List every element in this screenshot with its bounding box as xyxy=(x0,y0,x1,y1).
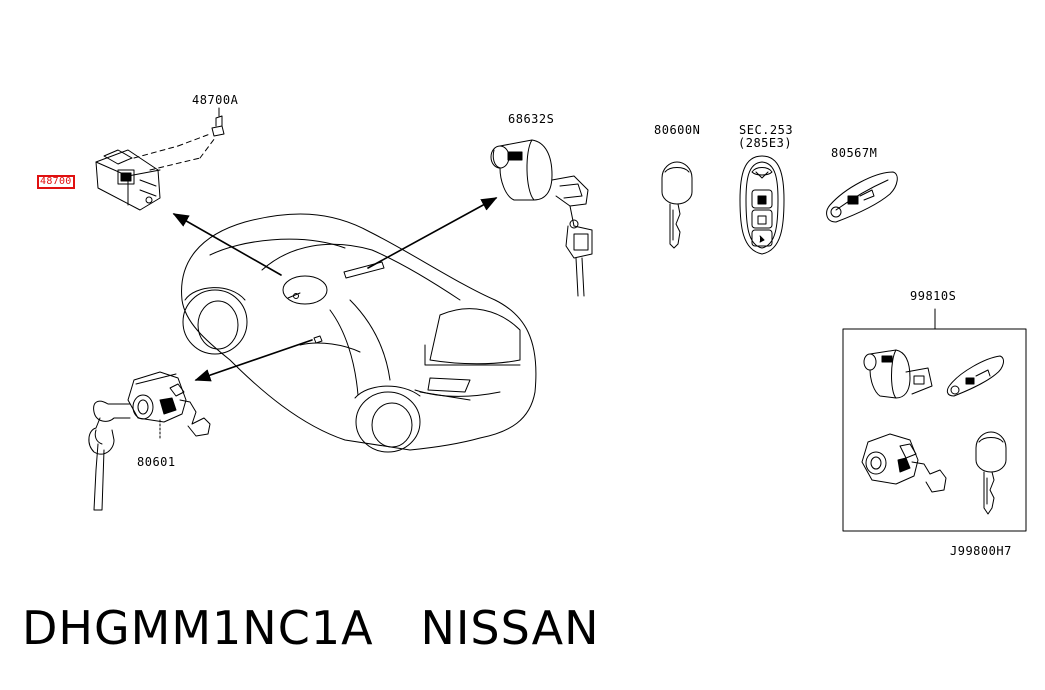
key-set-emergency-key xyxy=(947,356,1003,396)
intelligent-key xyxy=(740,156,784,254)
footer-brand: NISSAN xyxy=(420,601,600,655)
label-mechanical-key: 80600N xyxy=(654,123,701,137)
label-door-lock-cylinder: 80601 xyxy=(137,455,176,469)
label-emergency-key: 80567M xyxy=(831,146,878,160)
label-key-set: 99810S xyxy=(910,289,957,303)
leader-arrows xyxy=(172,198,498,382)
key-set-box xyxy=(843,309,1026,531)
footer-caption: DHGMM1NC1A NISSAN xyxy=(22,600,600,656)
door-lock-cylinder xyxy=(89,372,210,510)
label-intelligent-key-ref-sub: (285E3) xyxy=(738,136,793,150)
steering-lock-unit xyxy=(96,134,215,210)
label-steering-lock-unit-highlighted[interactable]: 48700 xyxy=(37,175,75,189)
drawing-number: J99800H7 xyxy=(950,544,1012,558)
key-set-ignition-cylinder xyxy=(864,350,932,398)
steering-lock-bolt xyxy=(212,108,224,136)
key-set-door-lock-cylinder xyxy=(862,434,946,492)
ignition-cylinder xyxy=(491,140,592,296)
label-steering-lock-bolt: 48700A xyxy=(192,93,239,107)
label-intelligent-key-ref: SEC.253 xyxy=(739,123,794,137)
label-ignition-cylinder: 68632S xyxy=(508,112,555,126)
key-set-mechanical-key xyxy=(976,432,1006,514)
vehicle-outline xyxy=(182,214,536,452)
emergency-key xyxy=(827,172,898,222)
footer-part-code: DHGMM1NC1A xyxy=(22,601,374,655)
mechanical-key xyxy=(662,162,692,248)
